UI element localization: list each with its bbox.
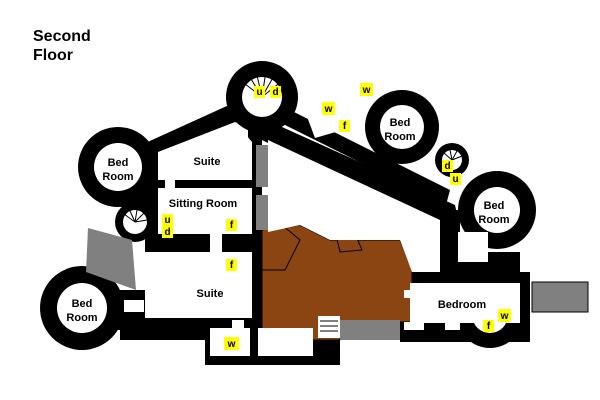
room-suite-north (158, 122, 252, 180)
door-stair-south (318, 316, 340, 338)
wall-ne-inner (262, 118, 460, 232)
label-bed-nw-line1: Bed (108, 157, 129, 169)
label-suite-north: Suite (194, 156, 221, 168)
door-se-south (404, 322, 424, 330)
floor-title-line1: Second (33, 28, 91, 45)
wall-east (440, 210, 460, 280)
door-sitting-suite (210, 234, 222, 252)
marker-d-top: d (270, 86, 281, 98)
key-markers: u d w w f d u u (162, 83, 511, 350)
label-sitting-room: Sitting Room (169, 198, 238, 210)
svg-text:d: d (164, 227, 170, 238)
door-se-west (404, 290, 414, 298)
room-bed-ne (380, 105, 424, 149)
label-bed-e-line1: Bed (484, 200, 505, 212)
grey-area-spine-2 (256, 195, 268, 230)
stair-ne (443, 149, 463, 161)
svg-text:d: d (444, 161, 450, 172)
svg-text:w: w (227, 339, 236, 350)
svg-text:u: u (164, 215, 170, 226)
svg-text:w: w (324, 104, 333, 115)
room-east-corridor (458, 232, 488, 262)
marker-w-se: w (498, 309, 511, 322)
door-suite-sitting (165, 180, 175, 188)
room-labels: Bed Room Suite Sitting Room Suite Bed Ro… (66, 117, 509, 324)
marker-f-suite-south: f (226, 259, 237, 271)
svg-text:f: f (343, 121, 347, 132)
room-bed-nw (94, 143, 142, 191)
marker-d-ne: d (442, 160, 453, 172)
stair-w (123, 209, 148, 223)
marker-d-sitting: d (162, 226, 173, 238)
room-south-1 (258, 328, 313, 356)
svg-text:d: d (272, 87, 278, 98)
room-bed-e (474, 187, 520, 233)
marker-f-sitting: f (226, 219, 237, 231)
grey-area-east (531, 281, 589, 313)
marker-f-se: f (483, 320, 494, 332)
svg-text:f: f (230, 220, 234, 231)
label-bed-e-line2: Room (478, 214, 509, 226)
label-bed-ne-line1: Bed (390, 117, 411, 129)
room-bed-sw (57, 283, 107, 333)
label-bed-sw-line1: Bed (72, 298, 93, 310)
door-se-inner (445, 322, 460, 330)
svg-text:u: u (256, 87, 262, 98)
label-suite-south: Suite (197, 288, 224, 300)
label-bed-ne-line2: Room (384, 131, 415, 143)
svg-text:u: u (452, 174, 458, 185)
svg-text:f: f (487, 321, 491, 332)
floor-title-line2: Floor (33, 47, 73, 64)
marker-w-south: w (224, 337, 239, 350)
label-bedroom-se: Bedroom (438, 299, 487, 311)
door-south (232, 320, 244, 330)
marker-u-ne: u (450, 173, 461, 185)
label-bed-nw-line2: Room (102, 171, 133, 183)
door-sw-link (124, 300, 144, 312)
marker-u-top: u (254, 86, 265, 98)
grey-area-south (340, 320, 400, 340)
floor-title: Second Floor (33, 27, 91, 65)
grey-area-spine (256, 145, 268, 187)
marker-f-north: f (339, 120, 350, 132)
marker-u-sitting: u (162, 214, 173, 226)
label-bed-sw-line2: Room (66, 312, 97, 324)
svg-text:f: f (230, 260, 234, 271)
stair-south-steps (320, 320, 338, 332)
wall-nw-diagonal (130, 100, 250, 166)
marker-w-ne: w (360, 83, 373, 96)
room-courtyard (268, 140, 440, 272)
grey-area-west (86, 228, 136, 290)
marker-w-north: w (322, 102, 335, 115)
svg-text:w: w (500, 311, 509, 322)
svg-text:w: w (362, 85, 371, 96)
